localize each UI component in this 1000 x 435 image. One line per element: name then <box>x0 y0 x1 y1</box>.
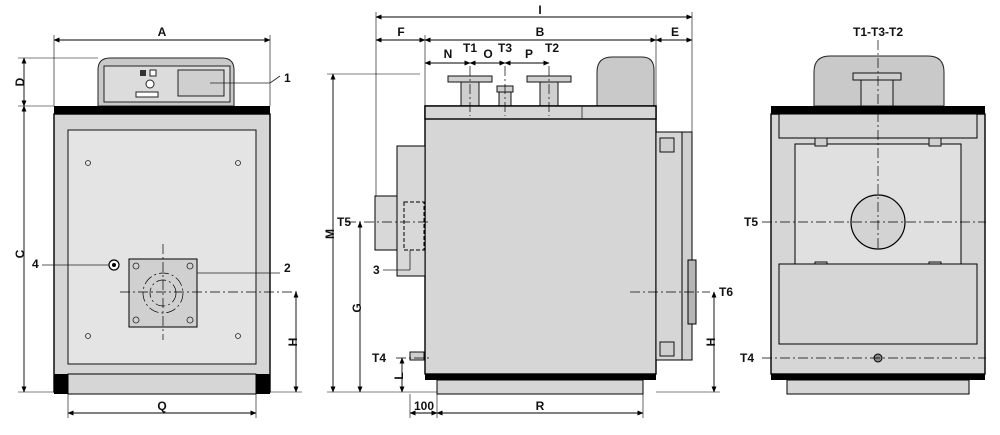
conn-label-T5-side: T5 <box>337 215 351 229</box>
dim-label-H-side: H <box>704 338 718 347</box>
front-dimensions: A D C H Q 1 2 4 <box>13 25 302 418</box>
conn-label-T4-side: T4 <box>372 351 386 365</box>
conn-label-T1: T1 <box>463 41 477 55</box>
dim-label-Q: Q <box>157 399 166 413</box>
dim-label-R: R <box>536 399 545 413</box>
dim-label-A: A <box>158 25 167 39</box>
conn-label-T1-T3-T2: T1-T3-T2 <box>853 25 903 39</box>
dim-label-O: O <box>483 47 492 61</box>
ref-label-4: 4 <box>32 257 39 271</box>
side-dimensions: I F B E N T1 O T3 P T2 M G T5 L T4 <box>323 3 733 418</box>
conn-label-T4-rear: T4 <box>740 351 754 365</box>
dim-label-I: I <box>538 3 541 17</box>
dim-label-E: E <box>671 25 679 39</box>
dim-label-F: F <box>397 25 404 39</box>
conn-label-T3: T3 <box>498 41 512 55</box>
ref-label-3: 3 <box>373 263 380 277</box>
dim-label-L: L <box>392 372 406 379</box>
dim-label-C: C <box>13 249 27 258</box>
side-view <box>346 56 710 395</box>
conn-label-T6: T6 <box>719 285 733 299</box>
ref-label-2: 2 <box>284 261 291 275</box>
dim-label-N: N <box>444 47 453 61</box>
control-panel <box>97 57 235 107</box>
conn-label-T5-rear: T5 <box>744 215 758 229</box>
front-view <box>53 57 300 395</box>
rear-view: T1-T3-T2 T5 T4 <box>740 25 986 395</box>
dim-label-M: M <box>323 229 337 239</box>
burner-housing <box>596 56 655 107</box>
conn-label-T2: T2 <box>545 41 559 55</box>
dim-label-H-front: H <box>286 338 300 347</box>
dim-label-P: P <box>525 47 533 61</box>
dim-label-D: D <box>13 77 27 86</box>
ref-label-1: 1 <box>284 71 291 85</box>
dim-label-G: G <box>350 303 364 312</box>
dim-label-B: B <box>536 25 545 39</box>
dim-label-100: 100 <box>414 399 434 413</box>
